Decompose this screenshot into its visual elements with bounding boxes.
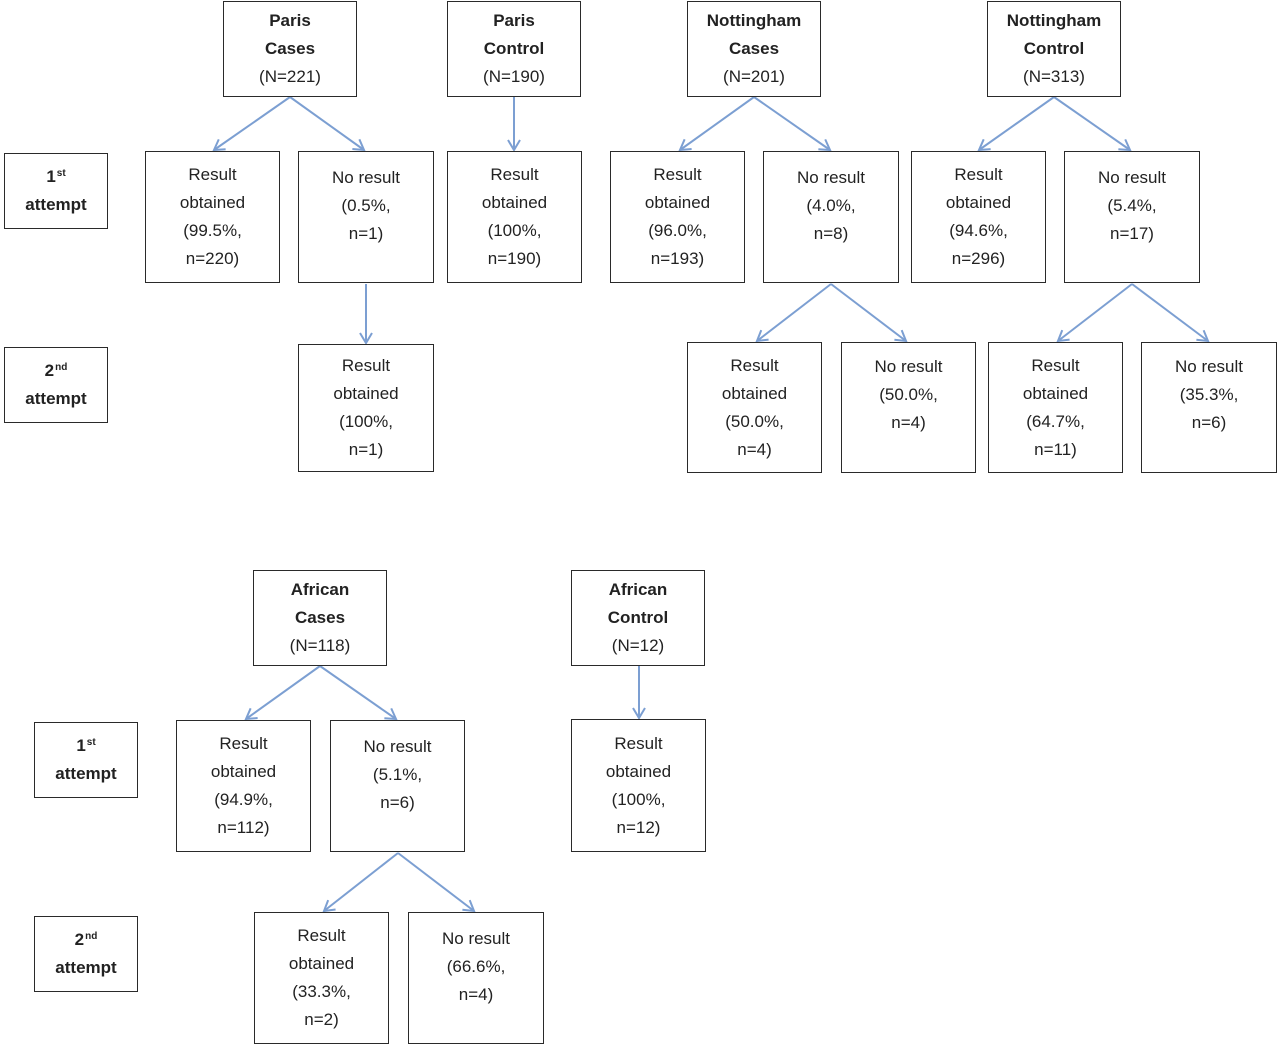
no-result-box: No result(4.0%, n=8) (763, 151, 899, 283)
arrow (1053, 96, 1132, 152)
arrow (1056, 283, 1133, 343)
paris-cases-box: Paris Cases (N=221) (223, 1, 357, 97)
african-cases-box: African Cases (N=118) (253, 570, 387, 666)
second-attempt-label: 2nd attempt (34, 916, 138, 992)
first-attempt-label: 1st attempt (4, 153, 108, 229)
arrow (212, 96, 291, 152)
no-result-box: No result(5.1%, n=6) (330, 720, 465, 852)
arrow (319, 665, 398, 721)
nottingham-control-box: Nottingham Control (N=313) (987, 1, 1121, 97)
no-result-box: No result(50.0%, n=4) (841, 342, 976, 473)
arrow (322, 852, 399, 913)
no-result-box: No result(5.4%, n=17) (1064, 151, 1200, 283)
arrow (244, 665, 321, 721)
no-result-box: No result(66.6%, n=4) (408, 912, 544, 1044)
first-attempt-label: 1st attempt (34, 722, 138, 798)
arrow (397, 852, 476, 913)
african-control-box: African Control (N=12) (571, 570, 705, 666)
arrow (753, 96, 832, 152)
no-result-box: No result(35.3%, n=6) (1141, 342, 1277, 473)
arrow (830, 283, 908, 343)
paris-control-box: Paris Control (N=190) (447, 1, 581, 97)
arrow (1131, 283, 1210, 343)
second-attempt-label: 2nd attempt (4, 347, 108, 423)
arrow (678, 96, 755, 152)
nottingham-cases-box: Nottingham Cases (N=201) (687, 1, 821, 97)
no-result-box: No result(0.5%, n=1) (298, 151, 434, 283)
arrow (977, 96, 1055, 152)
arrow (755, 283, 832, 343)
arrow (289, 96, 366, 152)
